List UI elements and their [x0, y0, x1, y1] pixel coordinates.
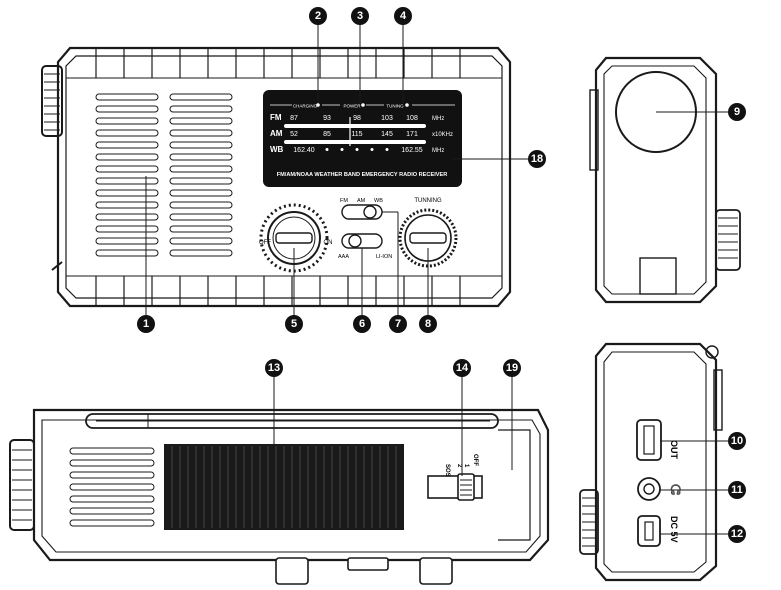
band-fm-label: FM: [340, 198, 348, 204]
svg-text:19: 19: [506, 362, 518, 374]
band-switch[interactable]: FM AM WB: [340, 198, 383, 220]
callout-11: 11: [728, 481, 746, 499]
svg-text:3: 3: [357, 10, 363, 22]
side-view-bottom: OUT 🎧 DC 5V: [579, 342, 728, 582]
switch-2-label: 2: [456, 464, 462, 468]
fm-tick: 87: [290, 115, 298, 122]
svg-text:14: 14: [456, 362, 469, 374]
callout-3: 3: [351, 7, 369, 25]
display-caption: FM/AM/NOAA WEATHER BAND EMERGENCY RADIO …: [277, 172, 448, 178]
wb-unit: MHz: [432, 148, 444, 154]
callout-4: 4: [394, 7, 412, 25]
switch-off-label: OFF: [472, 454, 478, 466]
svg-text:9: 9: [734, 106, 740, 118]
svg-text:1: 1: [143, 318, 149, 330]
bottom-view: SOS 2 1 OFF: [9, 376, 550, 585]
svg-text:7: 7: [395, 318, 401, 330]
battery-liion-label: LI-ION: [376, 254, 392, 260]
sos-switch[interactable]: [427, 473, 483, 501]
usb-out-label: OUT: [669, 440, 679, 460]
am-tick: 115: [351, 131, 362, 138]
switch-sos-label: SOS: [444, 464, 450, 477]
callout-18: 18: [528, 150, 546, 168]
tuning-label: TUNNING: [414, 198, 442, 204]
battery-aaa-label: AAA: [338, 254, 349, 260]
fm-unit: MHz: [432, 116, 444, 122]
callout-5: 5: [285, 315, 303, 333]
callout-19: 19: [503, 359, 521, 377]
wb-band-label: WB: [270, 145, 284, 154]
indicator-charging: CHARGING: [293, 104, 318, 109]
volume-off-label: OFF: [259, 240, 271, 246]
callout-10: 10: [728, 432, 746, 450]
speaker-grille: [95, 93, 233, 257]
callout-9: 9: [728, 103, 746, 121]
fm-tick: 93: [323, 115, 331, 122]
indicator-power: POWER: [343, 104, 361, 109]
fm-tick: 103: [381, 115, 393, 122]
tuning-knob[interactable]: [398, 208, 458, 268]
callout-1: 1: [137, 315, 155, 333]
svg-text:11: 11: [731, 484, 743, 496]
switch-1-label: 1: [463, 464, 469, 468]
indicator-tuning: TUNING: [386, 104, 404, 109]
am-tick: 85: [323, 131, 331, 138]
band-wb-label: WB: [374, 198, 383, 204]
side-view-top: [589, 56, 741, 304]
svg-text:13: 13: [268, 362, 280, 374]
front-view: CHARGING POWER TUNING FM 87 93 98 103 10…: [41, 24, 528, 316]
fm-tick: 108: [406, 115, 418, 122]
dc-input-label: DC 5V: [669, 516, 679, 543]
svg-text:2: 2: [315, 10, 321, 22]
wb-end: 162.55: [401, 147, 423, 154]
svg-text:12: 12: [731, 528, 743, 540]
svg-text:6: 6: [359, 318, 365, 330]
band-am-label: AM: [357, 198, 366, 204]
callout-7: 7: [389, 315, 407, 333]
fm-band-label: FM: [270, 113, 282, 122]
svg-text:18: 18: [531, 153, 543, 165]
callout-8: 8: [419, 315, 437, 333]
wb-start: 162.40: [293, 147, 315, 154]
callout-12: 12: [728, 525, 746, 543]
svg-text:5: 5: [291, 318, 297, 330]
svg-text:10: 10: [731, 435, 743, 447]
volume-on-label: ON: [324, 240, 333, 246]
fm-tick: 98: [353, 115, 361, 122]
am-unit: x10KHz: [432, 132, 453, 138]
svg-text:8: 8: [425, 318, 431, 330]
callout-14: 14: [453, 359, 471, 377]
battery-switch[interactable]: AAA LI-ION: [338, 233, 392, 260]
am-tick: 171: [406, 131, 418, 138]
callout-2: 2: [309, 7, 327, 25]
am-tick: 145: [381, 131, 393, 138]
callout-6: 6: [353, 315, 371, 333]
am-band-label: AM: [270, 129, 283, 138]
tuning-display: CHARGING POWER TUNING FM 87 93 98 103 10…: [263, 90, 462, 187]
callout-13: 13: [265, 359, 283, 377]
am-tick: 52: [290, 131, 298, 138]
svg-text:4: 4: [400, 10, 407, 22]
